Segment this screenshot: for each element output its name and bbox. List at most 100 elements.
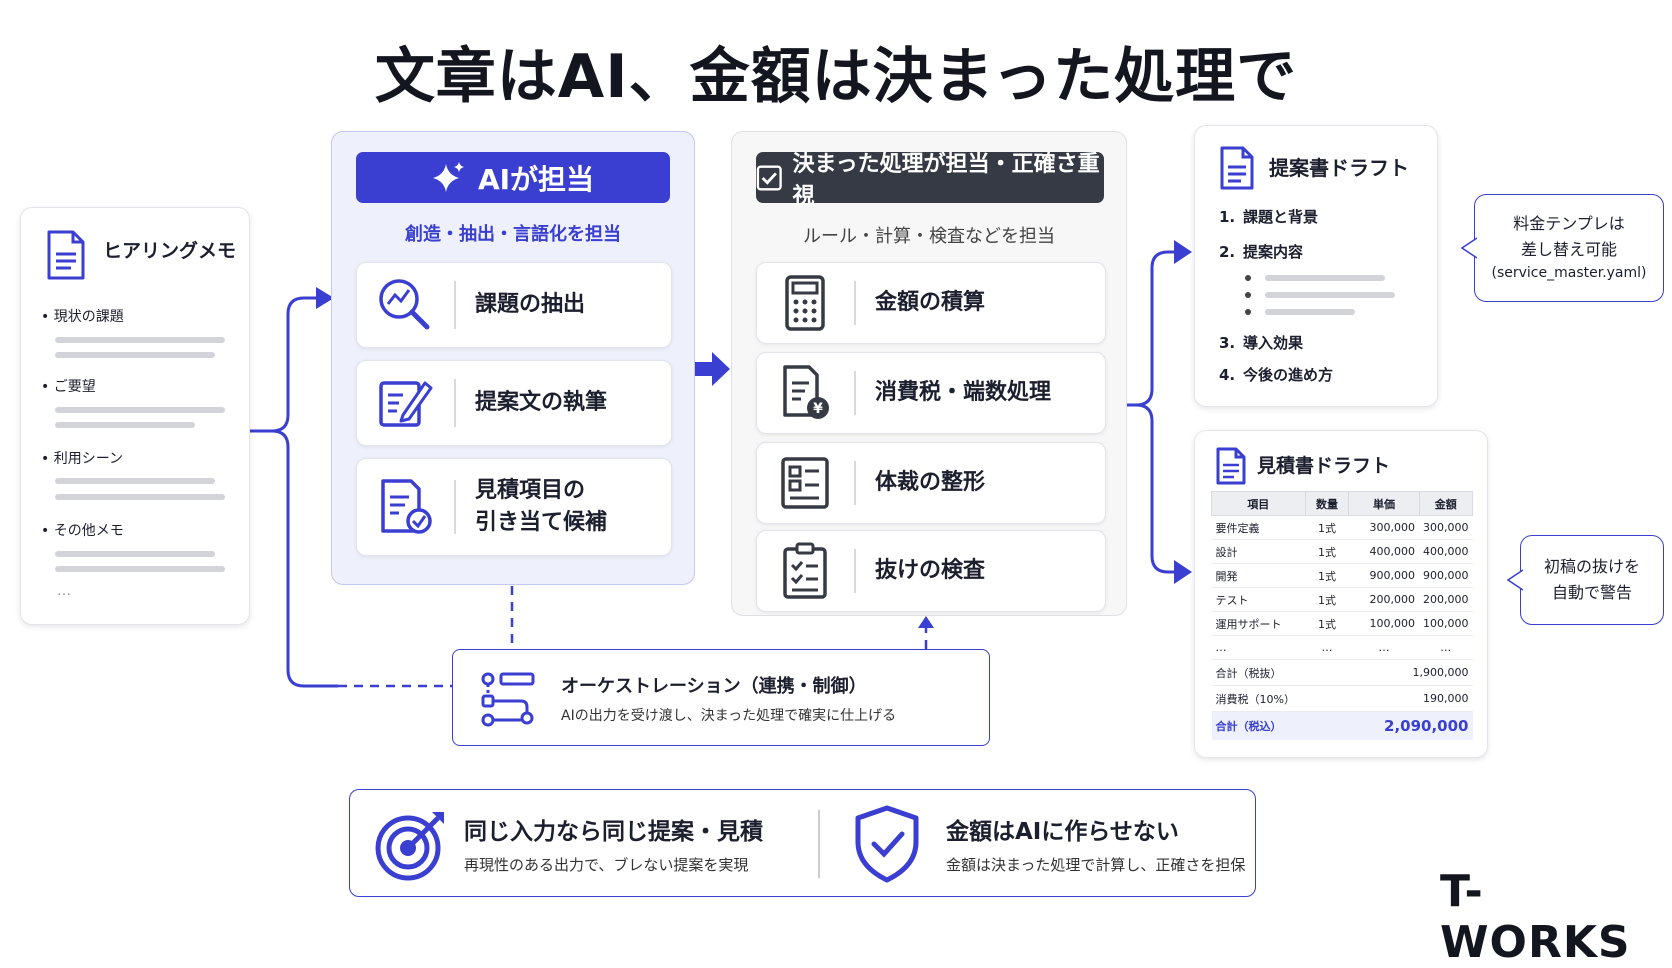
arrow-to-estimate [1174,560,1192,584]
placeholder-line [55,478,215,484]
memo-item: • 利用シーン [41,451,124,467]
ai-card-label: 提案文の執筆 [475,390,608,416]
rule-panel-header-label: 決まった処理が担当・正確さ重視 [792,151,1100,209]
callout-pointer [1507,569,1523,591]
callout-line: 自動で警告 [1551,583,1632,602]
benefit-title: 同じ入力なら同じ提案・見積 [464,819,763,845]
ai-panel-subtitle: 創造・抽出・言語化を担当 [405,224,621,245]
rule-panel-subtitle: ルール・計算・検査などを担当 [803,226,1055,247]
arrow-ai-to-rule [693,352,730,386]
target-icon [374,806,450,886]
arrow-to-ai [316,287,334,309]
workflow-icon [481,672,539,732]
card-separator [854,370,856,416]
benefit-title: 金額はAIに作らせない [946,819,1179,845]
card-separator [854,460,856,506]
placeholder-line [55,407,225,413]
tax-row: 消費税（10%）190,000 [1211,685,1473,712]
layout-icon [773,451,837,515]
placeholder-line [55,337,225,343]
bullet-dot [1245,275,1251,281]
estimate-draft-title: 見積書ドラフト [1257,455,1391,477]
svg-text:¥: ¥ [813,401,823,417]
connector-to-proposal [1127,250,1176,407]
checklist-document-icon [373,475,437,539]
callout-line: 料金テンプレは [1513,214,1625,234]
memo-item: • その他メモ [41,523,124,539]
proposal-item: 4.今後の進め方 [1219,366,1334,384]
ai-panel-header: AIが担当 [356,152,670,203]
edit-document-icon [373,371,437,435]
clipboard-check-icon [773,539,837,603]
memo-item: • 現状の課題 [41,309,124,325]
ai-card-label: 見積項目の 引き当て候補 [475,478,608,535]
column-header: 数量 [1304,491,1350,516]
benefit-separator [818,810,820,878]
orchestration-title: オーケストレーション（連携・制御） [561,676,867,697]
sparkle-icon [432,161,464,192]
orchestration-card: オーケストレーション（連携・制御） AIの出力を受け渡し、決まった処理で確実に仕… [452,649,990,746]
bullet-dot [1245,309,1251,315]
ai-card-label: 課題の抽出 [475,292,586,318]
placeholder-line [55,566,225,572]
column-header: 金額 [1418,491,1473,516]
shield-check-icon [852,804,922,888]
connector-to-estimate [1135,403,1176,574]
connector-memo-down [271,429,338,688]
rule-card-label: 抜けの検査 [875,558,986,584]
ai-card-estimate-candidates: 見積項目の 引き当て候補 [356,458,672,556]
ai-card-proposal-writing: 提案文の執筆 [356,360,672,446]
rule-card-label: 消費税・端数処理 [875,380,1052,406]
card-separator [854,280,856,326]
callout-template-replaceable: 料金テンプレは 差し替え可能 (service_master.yaml) [1461,194,1664,302]
document-icon [1215,447,1247,485]
callout-line: 初稿の抜けを [1543,557,1640,577]
ai-card-issue-extraction: 課題の抽出 [356,262,672,348]
placeholder-line [1265,309,1355,315]
proposal-item: 2.提案内容 [1219,243,1304,261]
rule-card-amount-calc: 金額の積算 [756,262,1106,344]
card-separator [454,281,456,329]
total-row: 合計（税込）2,090,000 [1211,711,1473,740]
column-header: 項目 [1211,491,1306,516]
placeholder-line [1265,275,1385,281]
proposal-item: 3.導入効果 [1219,334,1304,352]
page-title: 文章はAI、金額は決まった処理で [374,42,1298,112]
memo-item: • ご要望 [41,379,96,395]
proposal-draft-title: 提案書ドラフト [1269,156,1409,180]
brand-logo: T-WORKS [1440,866,1631,968]
callout-line: (service_master.yaml) [1491,265,1647,282]
rule-card-omission-check: 抜けの検査 [756,530,1106,612]
rule-panel-header: 決まった処理が担当・正確さ重視 [756,152,1104,209]
rule-panel: 決まった処理が担当・正確さ重視 ルール・計算・検査などを担当 金額の積算 ¥ 消… [731,131,1127,616]
arrow-to-proposal [1174,240,1192,264]
placeholder-line [55,494,225,500]
hearing-memo-card: ヒアリングメモ • 現状の課題 • ご要望 • 利用シーン • その他メモ … [20,207,250,625]
document-icon [1219,146,1255,190]
connector-memo-to-ai [250,296,318,433]
rule-card-label: 体裁の整形 [875,470,986,496]
subtotal-row: 合計（税抜）1,900,000 [1211,659,1473,686]
table-row: ………… [1211,635,1473,660]
bullet-dot [1245,292,1251,298]
benefit-description: 金額は決まった処理で計算し、正確さを担保 [946,856,1246,874]
callout-pointer [1461,237,1477,259]
placeholder-line [1265,292,1395,298]
table-header-row: 項目 数量 単価 金額 [1211,491,1473,516]
proposal-item: 1.課題と背景 [1219,208,1319,226]
rule-card-label: 金額の積算 [875,290,986,316]
magnifier-chart-icon [373,273,437,337]
callout-auto-warning: 初稿の抜けを 自動で警告 [1507,535,1664,625]
column-header: 単価 [1348,491,1420,516]
hearing-memo-title: ヒアリングメモ [103,240,237,262]
calculator-icon [773,271,837,335]
ai-panel: AIが担当 創造・抽出・言語化を担当 課題の抽出 提案文の執筆 見積項目の 引き… [331,131,695,585]
orchestration-description: AIの出力を受け渡し、決まった処理で確実に仕上げる [561,708,897,724]
checkbox-icon [756,164,782,191]
